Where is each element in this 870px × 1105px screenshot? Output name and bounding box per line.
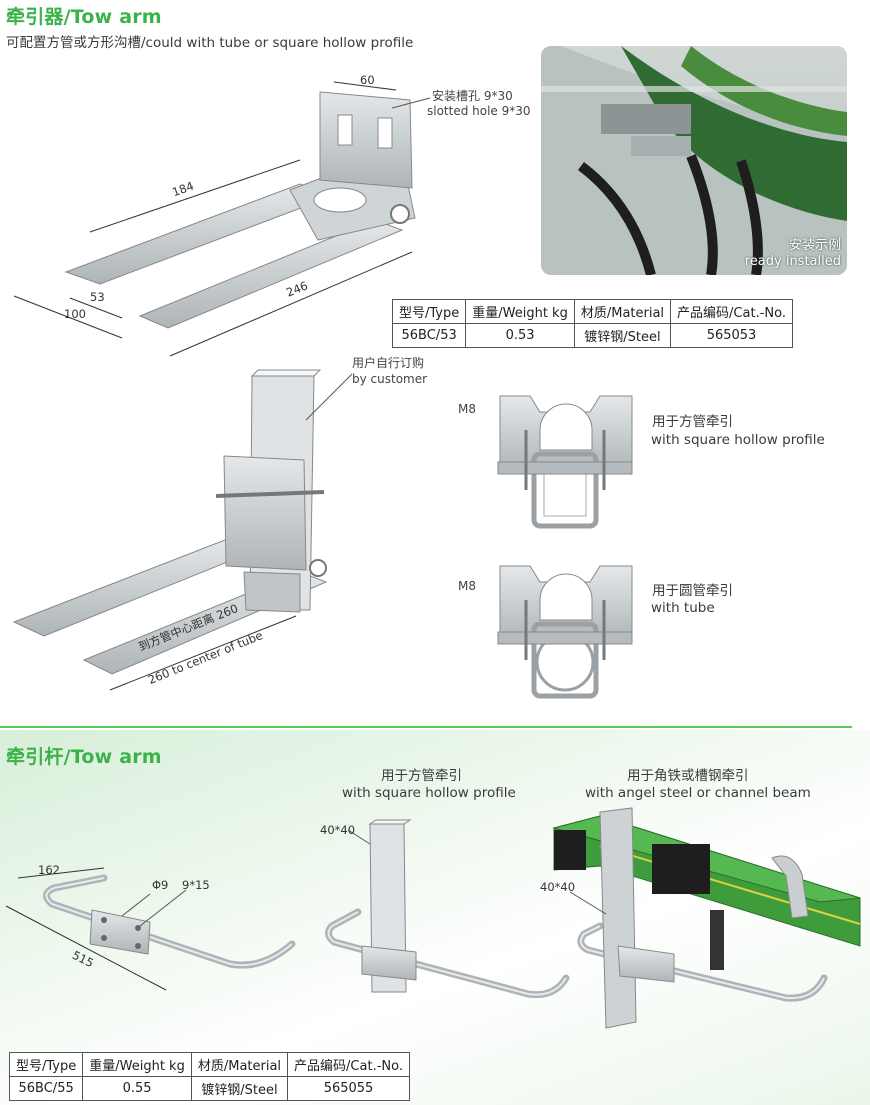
dim-100: 100: [64, 307, 86, 321]
table-header: 材质/Material: [190, 1052, 289, 1077]
tow-bar-channel-drawing: [552, 807, 861, 1029]
spec-table-1: 型号/Type 重量/Weight kg 材质/Material 产品编码/Ca…: [391, 299, 793, 348]
dim-162: 162: [38, 863, 60, 877]
table-cell: 镀锌钢/Steel: [573, 323, 672, 348]
section1-subtitle: 可配置方管或方形沟槽/could with tube or square hol…: [6, 35, 414, 51]
slot-label-cn: 安装槽孔 9*30: [432, 89, 513, 103]
bottom-background: [0, 730, 870, 1105]
table-cell: 56BC/55: [8, 1076, 84, 1101]
installed-photo: 安装示例 ready installed: [541, 46, 847, 275]
tow-bar-square-drawing: [325, 819, 570, 999]
section1-title: 牵引器/Tow arm: [6, 6, 162, 28]
customer-label-en: by customer: [352, 372, 428, 386]
spec-table-2: 型号/Type 重量/Weight kg 材质/Material 产品编码/Ca…: [8, 1052, 410, 1101]
dim-53: 53: [90, 290, 105, 304]
table-cell: 565055: [287, 1076, 410, 1101]
table-header: 产品编码/Cat.-No.: [670, 299, 793, 324]
tube-clamp-label-cn: 用于圆管牵引: [652, 583, 733, 599]
table-header: 材质/Material: [573, 299, 672, 324]
dim-9x15: 9*15: [182, 878, 210, 892]
square-clamp-drawing: [497, 395, 633, 529]
table-header: 重量/Weight kg: [465, 299, 575, 324]
table-cell: 56BC/53: [391, 323, 467, 348]
table-cell: 镀锌钢/Steel: [190, 1076, 289, 1101]
section-divider: [0, 726, 852, 728]
photo-caption-en: ready installed: [744, 254, 841, 269]
table-header: 型号/Type: [391, 299, 467, 324]
bar3-dim-40: 40*40: [540, 880, 576, 894]
table-row: 56BC/55 0.55 镀锌钢/Steel 565055: [8, 1076, 410, 1101]
tube-clamp-label-en: with tube: [651, 600, 715, 616]
tow-arm-tube-drawing: [12, 369, 353, 691]
table-header-row: 型号/Type 重量/Weight kg 材质/Material 产品编码/Ca…: [391, 299, 793, 324]
table-header: 重量/Weight kg: [82, 1052, 192, 1077]
bar3-label-cn: 用于角铁或槽钢牵引: [627, 768, 749, 784]
bar2-dim-40: 40*40: [320, 823, 356, 837]
bar3-label-en: with angel steel or channel beam: [585, 785, 811, 801]
section2-title: 牵引杆/Tow arm: [6, 746, 162, 768]
tow-arm-drawing: [13, 81, 431, 357]
square-clamp-label-en: with square hollow profile: [651, 432, 825, 448]
square-clamp-label-cn: 用于方管牵引: [652, 414, 733, 430]
table-row: 56BC/53 0.53 镀锌钢/Steel 565053: [391, 323, 793, 348]
customer-label-cn: 用户自行订购: [352, 356, 425, 370]
tube-clamp-drawing: [497, 565, 633, 699]
table-header: 型号/Type: [8, 1052, 84, 1077]
table-cell: 0.55: [82, 1076, 192, 1101]
table-cell: 0.53: [465, 323, 575, 348]
bolt-label-square: M8: [458, 402, 476, 416]
bar2-label-cn: 用于方管牵引: [381, 768, 462, 784]
tow-bar-drawing: [5, 867, 296, 991]
bar2-label-en: with square hollow profile: [342, 785, 516, 801]
table-header: 产品编码/Cat.-No.: [287, 1052, 410, 1077]
slot-label-en: slotted hole 9*30: [427, 104, 531, 118]
dim-phi9: Φ9: [152, 878, 169, 892]
dim-60: 60: [360, 73, 375, 87]
photo-caption-cn: 安装示例: [788, 238, 841, 253]
table-cell: 565053: [670, 323, 793, 348]
table-header-row: 型号/Type 重量/Weight kg 材质/Material 产品编码/Ca…: [8, 1052, 410, 1077]
bolt-label-tube: M8: [458, 579, 476, 593]
